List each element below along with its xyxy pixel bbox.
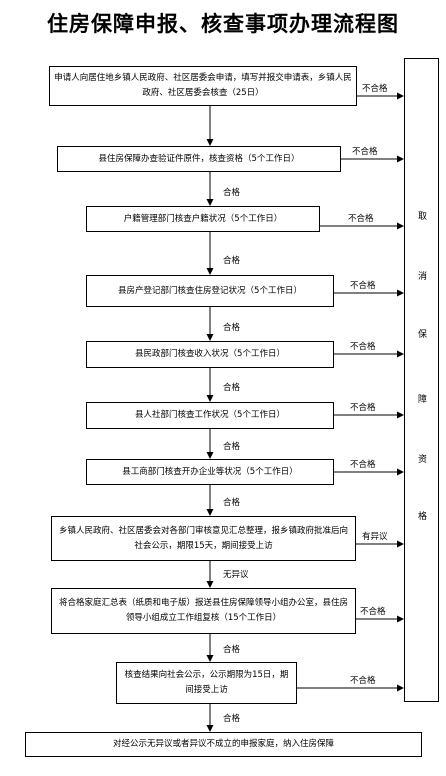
- page-title: 住房保障申报、核查事项办理流程图: [47, 12, 399, 36]
- cancel-char: 消: [417, 272, 427, 282]
- pass-label: 合格: [223, 188, 241, 198]
- step-housing-office: 县住房保障办查验证件原件，核查资格（5个工作日）: [57, 146, 341, 172]
- fail-label: 不合格: [360, 607, 386, 617]
- cancel-char: 保: [417, 330, 427, 340]
- fail-label: 不合格: [350, 676, 376, 686]
- step-final-inclusion: 对经公示无异议或者异议不成立的申报家庭，纳入住房保障: [25, 732, 422, 757]
- fail-label: 不合格: [350, 281, 376, 291]
- step-industry-commerce: 县工商部门核查开办企业等状况（5个工作日）: [86, 459, 334, 485]
- step-result-publicity: 核查结果向社会公示，公示期限为15日，期间接受上访: [116, 662, 297, 704]
- pass-label: 合格: [223, 323, 241, 333]
- pass-label: 合格: [223, 645, 241, 655]
- step-county-review: 将合格家庭汇总表（纸质和电子版）报送县住房保障领导小组办公室，县住房领导小组成立…: [51, 588, 356, 634]
- pass-label: 合格: [223, 714, 241, 724]
- cancel-char: 资: [417, 455, 427, 465]
- no-objection-label: 无异议: [223, 570, 249, 580]
- cancel-eligibility-box: 取 消 保 障 资 格: [404, 58, 439, 702]
- pass-label: 合格: [223, 442, 241, 452]
- cancel-char: 格: [417, 512, 427, 522]
- cancel-char: 取: [417, 212, 427, 222]
- pass-label: 合格: [223, 383, 241, 393]
- step-property-registry: 县房产登记部门核查住房登记状况（5个工作日）: [86, 275, 334, 307]
- step-household-registry: 户籍管理部门核查户籍状况（5个工作日）: [86, 206, 320, 232]
- objection-label: 有异议: [362, 532, 388, 542]
- fail-label: 不合格: [350, 342, 376, 352]
- fail-label: 不合格: [350, 460, 376, 470]
- fail-label: 不合格: [352, 147, 378, 157]
- fail-label: 不合格: [362, 84, 388, 94]
- step-civil-affairs: 县民政部门核查收入状况（5个工作日）: [86, 341, 334, 368]
- step-apply: 申请人向居住地乡镇人民政府、社区居委会申请，填写并报交申请表，乡镇人民政府、社区…: [49, 66, 357, 106]
- pass-label: 合格: [223, 498, 241, 508]
- fail-label: 不合格: [350, 403, 376, 413]
- step-human-resources: 县人社部门核查工作状况（5个工作日）: [86, 402, 334, 429]
- cancel-char: 障: [417, 395, 427, 405]
- step-township-summary: 乡镇人民政府、社区居委会对各部门审核意见汇总整理，报乡镇政府批准后向社会公示，期…: [51, 516, 356, 561]
- fail-label: 不合格: [348, 214, 374, 224]
- pass-label: 合格: [223, 256, 241, 266]
